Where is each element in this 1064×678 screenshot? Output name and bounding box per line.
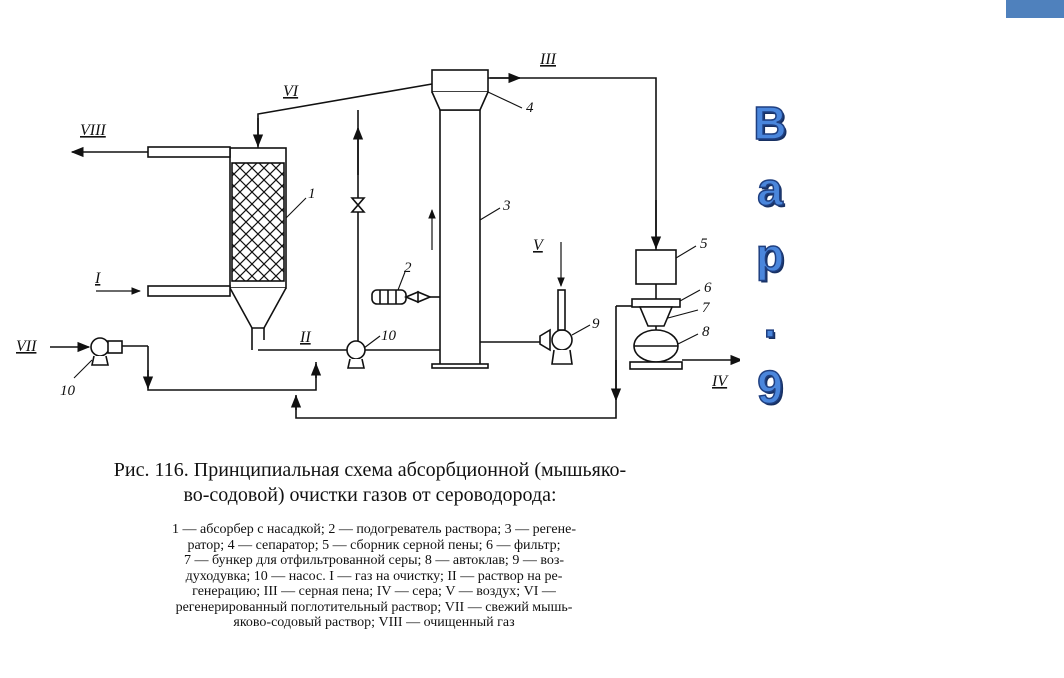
stream-label-iv: IV: [711, 373, 729, 390]
autoclave: [629, 326, 683, 370]
legend-line-7: яково-содовый раствор; VIII — очищенный …: [233, 615, 515, 630]
stream-label-i: I: [94, 270, 101, 287]
pump-center: [346, 340, 366, 369]
stream-label-ii: II: [299, 329, 311, 346]
variant-letter-5: 9: [756, 360, 783, 414]
equipment-numbers: 1 2 3 4 5 6 7 8 9 10 10: [60, 91, 712, 399]
foam-collector: [635, 249, 677, 285]
variant-letter-2: а: [756, 162, 783, 216]
stream-label-v: V: [533, 237, 545, 254]
legend-line-4: духодувка; 10 — насос. I — газ на очистк…: [185, 568, 563, 584]
legend-line-6: регенерированный поглотительный раствор;…: [175, 599, 573, 615]
equip-num-1: 1: [308, 186, 316, 202]
figure-legend: 1 — абсорбер с насадкой; 2 — подогревате…: [4, 522, 744, 631]
equip-num-3: 3: [502, 198, 511, 214]
valve: [350, 197, 366, 213]
legend-line-1: 1 — абсорбер с насадкой; 2 — подогревате…: [172, 522, 576, 537]
filter: [631, 298, 681, 308]
stream-label-iii: III: [539, 51, 557, 68]
equip-num-7: 7: [702, 300, 711, 316]
stream-label-vii: VII: [16, 338, 37, 355]
variant-letter-3: р: [755, 228, 785, 282]
stream-label-vi: VI: [283, 83, 299, 100]
equip-num-2: 2: [404, 260, 412, 276]
absorber: [229, 147, 287, 350]
pump-left: [90, 337, 123, 366]
figure-caption-title: Рис. 116. Принципиальная схема абсорбцио…: [0, 458, 740, 508]
equip-num-10-left: 10: [60, 383, 76, 399]
caption-title-line-1: Рис. 116. Принципиальная схема абсорбцио…: [113, 459, 627, 481]
stream-label-viii: VIII: [80, 122, 106, 139]
equip-num-4: 4: [526, 100, 534, 116]
legend-line-2: ратор; 4 — сепаратор; 5 — сборник серной…: [187, 537, 561, 553]
process-flow-diagram: VIII VI III I II V IV VII 1 2 3 4 5 6 7 …: [16, 51, 740, 419]
variant-marker: В а р . 9: [742, 90, 798, 420]
caption-title-line-2: во-содовой) очистки газов от сероводород…: [183, 484, 557, 506]
legend-line-3: 7 — бункер для отфильтрованной серы; 8 —…: [183, 553, 565, 568]
solution-heater: [371, 289, 440, 305]
stream-labels: VIII VI III I II V IV VII: [16, 51, 729, 390]
equip-num-5: 5: [700, 236, 708, 252]
equip-num-10-center: 10: [381, 328, 397, 344]
equip-num-6: 6: [704, 280, 712, 296]
sulfur-bunker: [638, 306, 674, 327]
corner-tab: [1006, 0, 1064, 18]
air-blower: [539, 289, 573, 365]
variant-letter-4: .: [763, 294, 777, 348]
equip-num-9: 9: [592, 316, 600, 332]
equip-num-8: 8: [702, 324, 710, 340]
legend-line-5: генерацию; III — серная пена; IV — сера;…: [192, 584, 556, 599]
regenerator: [431, 109, 489, 369]
separator: [431, 69, 489, 111]
variant-letter-1: В: [753, 96, 788, 150]
